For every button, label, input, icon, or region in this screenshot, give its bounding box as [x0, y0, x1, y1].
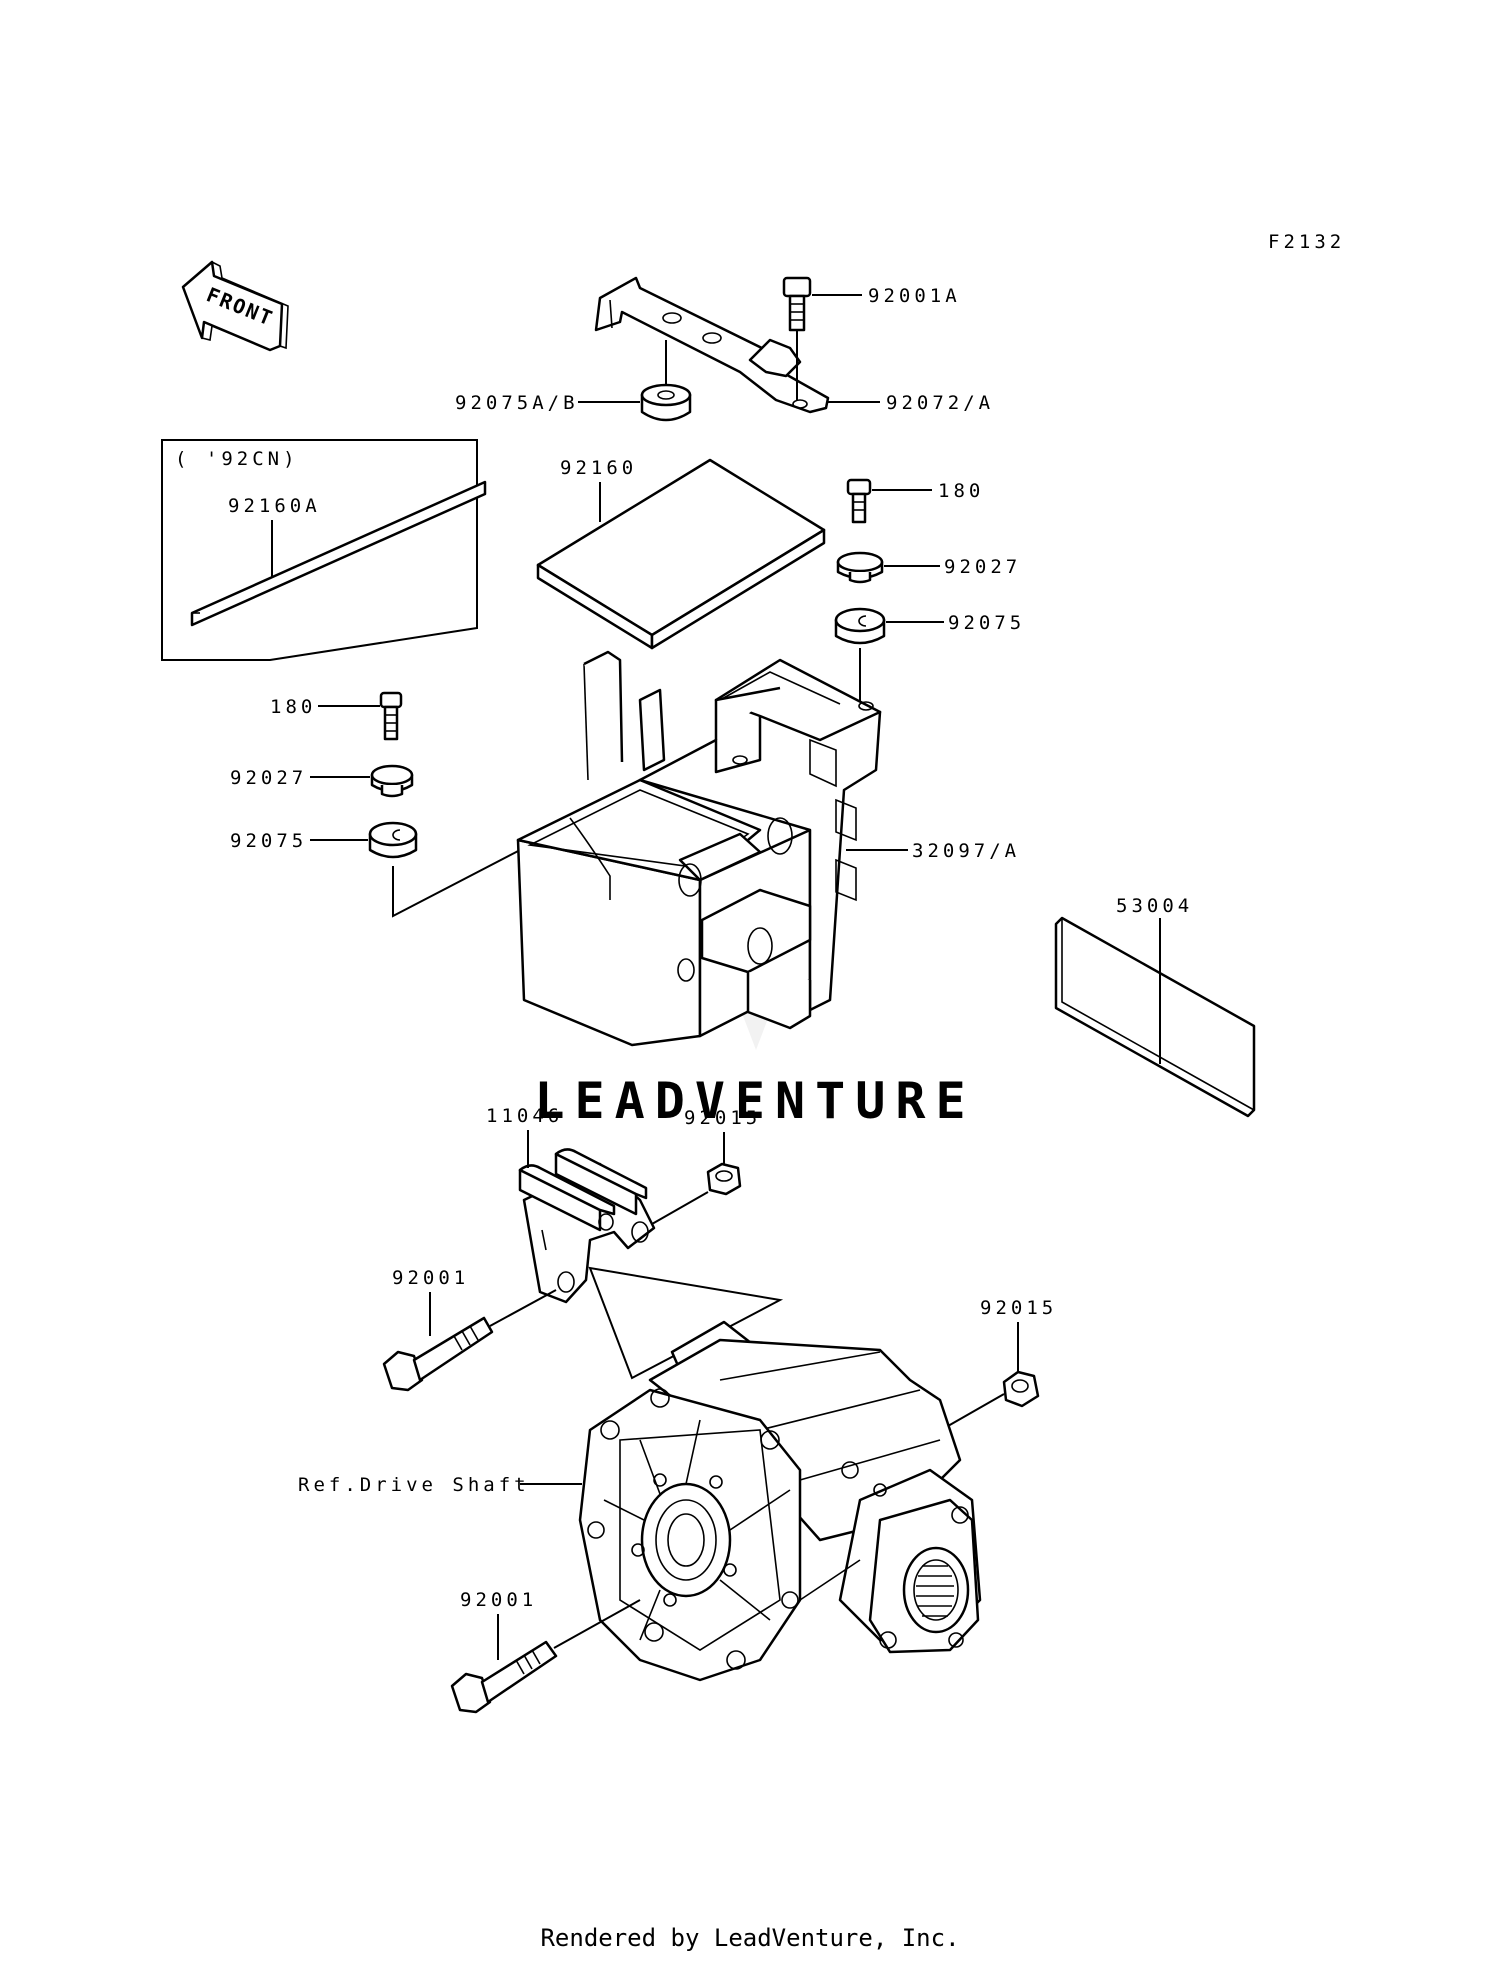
bolt-180-left: 180: [270, 691, 403, 741]
callout-bolt-right: 180: [938, 480, 984, 502]
callout-damper-top: 92075A/B: [455, 392, 579, 414]
callout-strap: 92072/A: [886, 392, 994, 414]
label-plate-53004: 53004: [1054, 895, 1256, 1118]
pad-92160: 92160: [536, 457, 826, 650]
damper-92075ab: 92075A/B: [455, 340, 692, 422]
callout-battery-case: 32097/A: [912, 840, 1020, 862]
front-arrow-icon: FRONT: [181, 260, 289, 352]
figure-code: F2132: [1268, 231, 1345, 253]
callout-bolt-bracket: 92001: [392, 1267, 469, 1289]
footer-credit: Rendered by LeadVenture, Inc.: [540, 1924, 959, 1952]
callout-grommet-left: 92075: [230, 830, 307, 852]
callout-ref-drive-shaft: Ref.Drive Shaft: [298, 1474, 530, 1496]
strap-92072: [594, 276, 830, 414]
callout-label-plate: 53004: [1116, 895, 1193, 917]
final-drive-case: Ref.Drive Shaft: [298, 1320, 982, 1682]
callout-bolt-case: 92001: [460, 1589, 537, 1611]
inset-92cn: ( '92CN) 92160A: [161, 439, 487, 661]
callout-pad: 92160: [560, 457, 637, 479]
bracket-11046: 11046: [486, 1105, 656, 1304]
inset-note: ( '92CN): [175, 448, 299, 470]
grommet-92075-left: 92075: [230, 821, 525, 918]
callout-bolt-top: 92001A: [868, 285, 961, 307]
bolt-92001a: 92001A: [782, 276, 961, 400]
nut-92015-bracket: 92015: [651, 1107, 761, 1225]
callout-collar-left: 92027: [230, 767, 307, 789]
battery-case-32097a: 32097/A: [516, 650, 1020, 1047]
nut-92015-case: 92015: [919, 1297, 1057, 1443]
bolt-92001-bracket: 92001: [382, 1267, 557, 1392]
bolt-92001-case: 92001: [450, 1589, 641, 1714]
callout-collar-right: 92027: [944, 556, 1021, 578]
grommet-92075-right: 92075: [834, 607, 1025, 706]
collar-92027-right: 92027: [836, 551, 1021, 584]
callout-nut-case: 92015: [980, 1297, 1057, 1319]
collar-92027-left: 92027: [230, 764, 414, 798]
callout-nut-bracket: 92015: [684, 1107, 761, 1129]
callout-bolt-left: 180: [270, 696, 316, 718]
bolt-180-right: 180: [846, 478, 984, 524]
callout-pad-inset: 92160A: [228, 495, 321, 517]
callout-bracket: 11046: [486, 1105, 563, 1127]
callout-grommet-right: 92075: [948, 612, 1025, 634]
watermark-text: LEADVENTURE: [534, 1072, 975, 1130]
